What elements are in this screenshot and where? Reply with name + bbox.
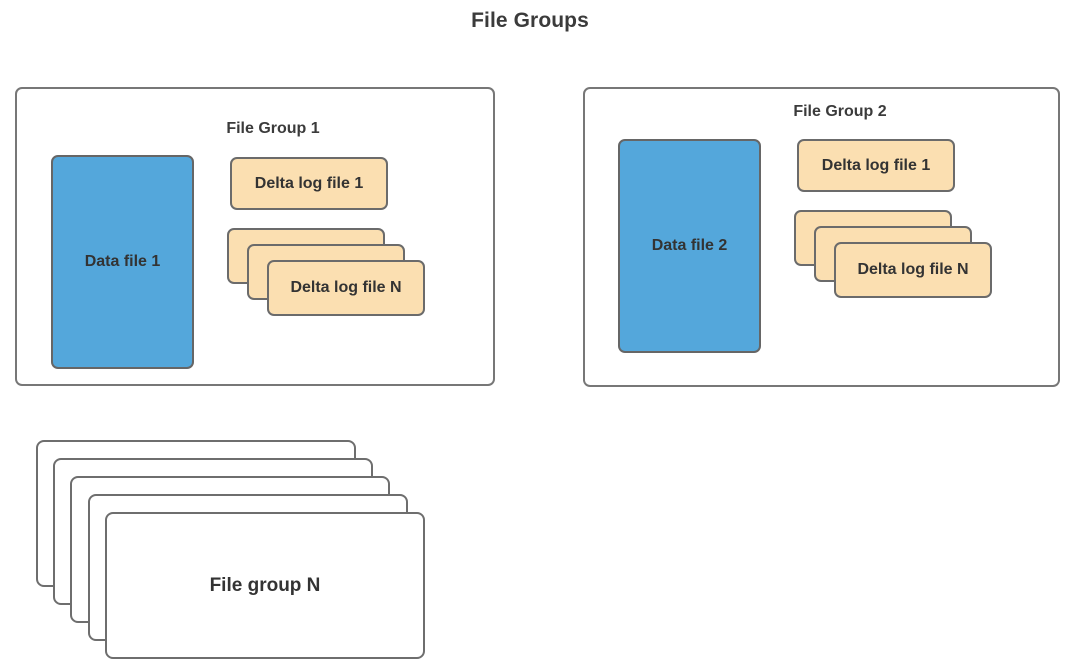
delta-log-stack-group1[interactable]: Delta log file N xyxy=(227,228,427,320)
data-file-2-box[interactable]: Data file 2 xyxy=(618,139,761,353)
delta-log-file-n-group1-box[interactable]: Delta log file N xyxy=(267,260,425,316)
file-group-n-stack[interactable]: File group N xyxy=(36,440,436,665)
data-file-1-label: Data file 1 xyxy=(84,253,161,270)
data-file-2-label: Data file 2 xyxy=(651,237,728,254)
delta-log-file-1-group2-box[interactable]: Delta log file 1 xyxy=(797,139,955,192)
delta-log-file-n-group2-label: Delta log file N xyxy=(857,261,969,278)
delta-log-file-1-group1-label: Delta log file 1 xyxy=(254,174,364,192)
file-group-2-label: File Group 2 xyxy=(793,103,887,120)
page-title: File Groups xyxy=(471,9,589,32)
delta-log-file-1-group1-box[interactable]: Delta log file 1 xyxy=(230,157,388,210)
file-group-n-card-front[interactable]: File group N xyxy=(105,512,425,659)
delta-log-file-1-group2-label: Delta log file 1 xyxy=(821,156,931,174)
delta-log-file-n-group1-label: Delta log file N xyxy=(290,279,402,296)
data-file-1-box[interactable]: Data file 1 xyxy=(51,155,194,369)
delta-log-stack-group2[interactable]: Delta log file N xyxy=(794,210,994,302)
file-group-n-label: File group N xyxy=(209,574,321,596)
delta-log-file-n-group2-box[interactable]: Delta log file N xyxy=(834,242,992,298)
file-group-1-label: File Group 1 xyxy=(226,120,320,137)
